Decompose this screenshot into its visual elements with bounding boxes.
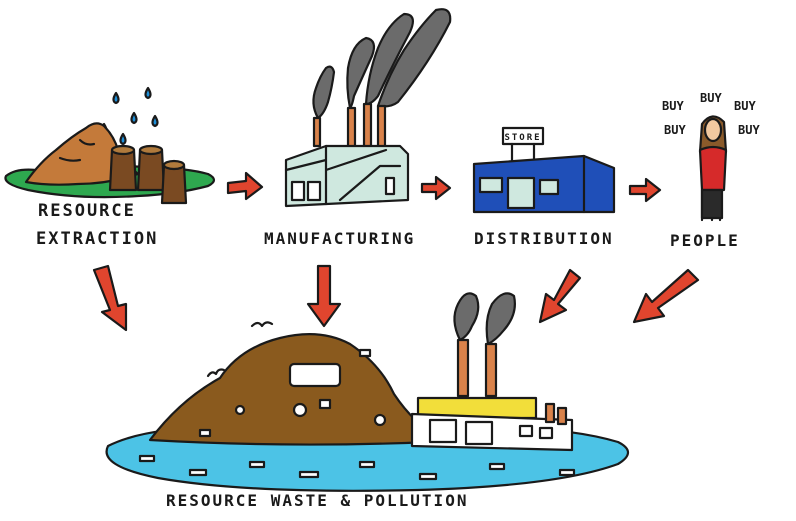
factory-illustration xyxy=(284,8,452,208)
flow-arrow-2 xyxy=(420,175,452,201)
waste-pollution-illustration xyxy=(105,292,630,492)
person-icon xyxy=(698,115,728,222)
waste-pollution-label: RESOURCE WASTE & POLLUTION xyxy=(166,491,468,510)
buy-word: BUY xyxy=(738,123,760,137)
bird-icon xyxy=(206,368,226,378)
polluting-factory-icon xyxy=(410,292,574,452)
flow-arrow-3 xyxy=(628,177,662,203)
down-arrow-3 xyxy=(538,268,582,324)
flow-arrow-1 xyxy=(226,171,264,201)
buy-words: BUY BUY BUY BUY BUY xyxy=(662,91,760,137)
smoke-icon xyxy=(312,8,452,120)
tree-stumps-icon xyxy=(108,144,188,205)
down-arrow-2 xyxy=(306,264,342,328)
resource-extraction-label-line1: RESOURCE xyxy=(38,201,136,221)
buy-word: BUY xyxy=(662,99,684,113)
manufacturing-label: MANUFACTURING xyxy=(264,229,415,248)
store-illustration: STORE xyxy=(472,126,616,214)
trash-mound xyxy=(148,333,442,446)
store-sign-text: STORE xyxy=(504,133,541,143)
buy-word: BUY xyxy=(664,123,686,137)
distribution-label: DISTRIBUTION xyxy=(474,229,614,248)
people-label: PEOPLE xyxy=(670,231,740,250)
resource-extraction-label-line2: EXTRACTION xyxy=(36,229,158,249)
down-arrow-1 xyxy=(92,264,128,332)
store-sign xyxy=(501,126,545,146)
buy-word: BUY xyxy=(734,99,756,113)
buy-word: BUY xyxy=(700,91,722,105)
bird-icon xyxy=(250,321,274,328)
resource-extraction-illustration xyxy=(4,86,216,205)
down-arrow-4 xyxy=(632,268,700,324)
